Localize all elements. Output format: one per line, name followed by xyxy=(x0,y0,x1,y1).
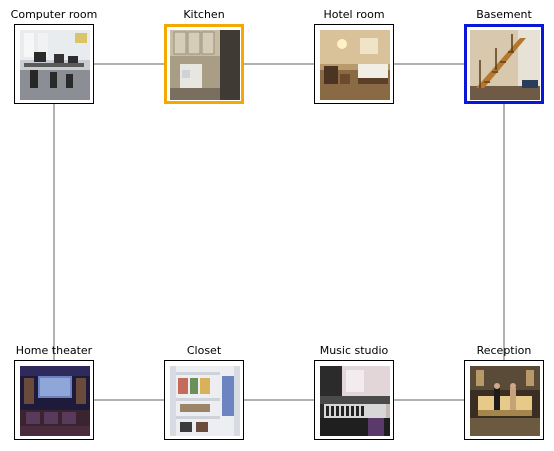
closet-photo xyxy=(170,366,240,436)
room-label: Reception xyxy=(476,344,532,357)
basement-photo xyxy=(470,30,540,100)
room-label: Hotel room xyxy=(323,8,385,21)
room-label: Closet xyxy=(186,344,222,357)
room-tile-music-studio[interactable] xyxy=(314,360,394,440)
hotel-room-photo xyxy=(320,30,390,100)
room-label: Computer room xyxy=(10,8,98,21)
room-tile-reception[interactable] xyxy=(464,360,544,440)
room-tile-home-theater[interactable] xyxy=(14,360,94,440)
music-studio-photo xyxy=(320,366,390,436)
kitchen-photo xyxy=(170,30,240,100)
room-tile-hotel-room[interactable] xyxy=(314,24,394,104)
room-label: Basement xyxy=(476,8,532,21)
room-tile-kitchen[interactable] xyxy=(164,24,244,104)
room-label: Music studio xyxy=(319,344,389,357)
room-label: Home theater xyxy=(15,344,93,357)
home-theater-photo xyxy=(20,366,90,436)
room-tile-basement[interactable] xyxy=(464,24,544,104)
computer-room-photo xyxy=(20,30,90,100)
room-tile-closet[interactable] xyxy=(164,360,244,440)
room-tile-computer-room[interactable] xyxy=(14,24,94,104)
reception-photo xyxy=(470,366,540,436)
room-label: Kitchen xyxy=(183,8,225,21)
